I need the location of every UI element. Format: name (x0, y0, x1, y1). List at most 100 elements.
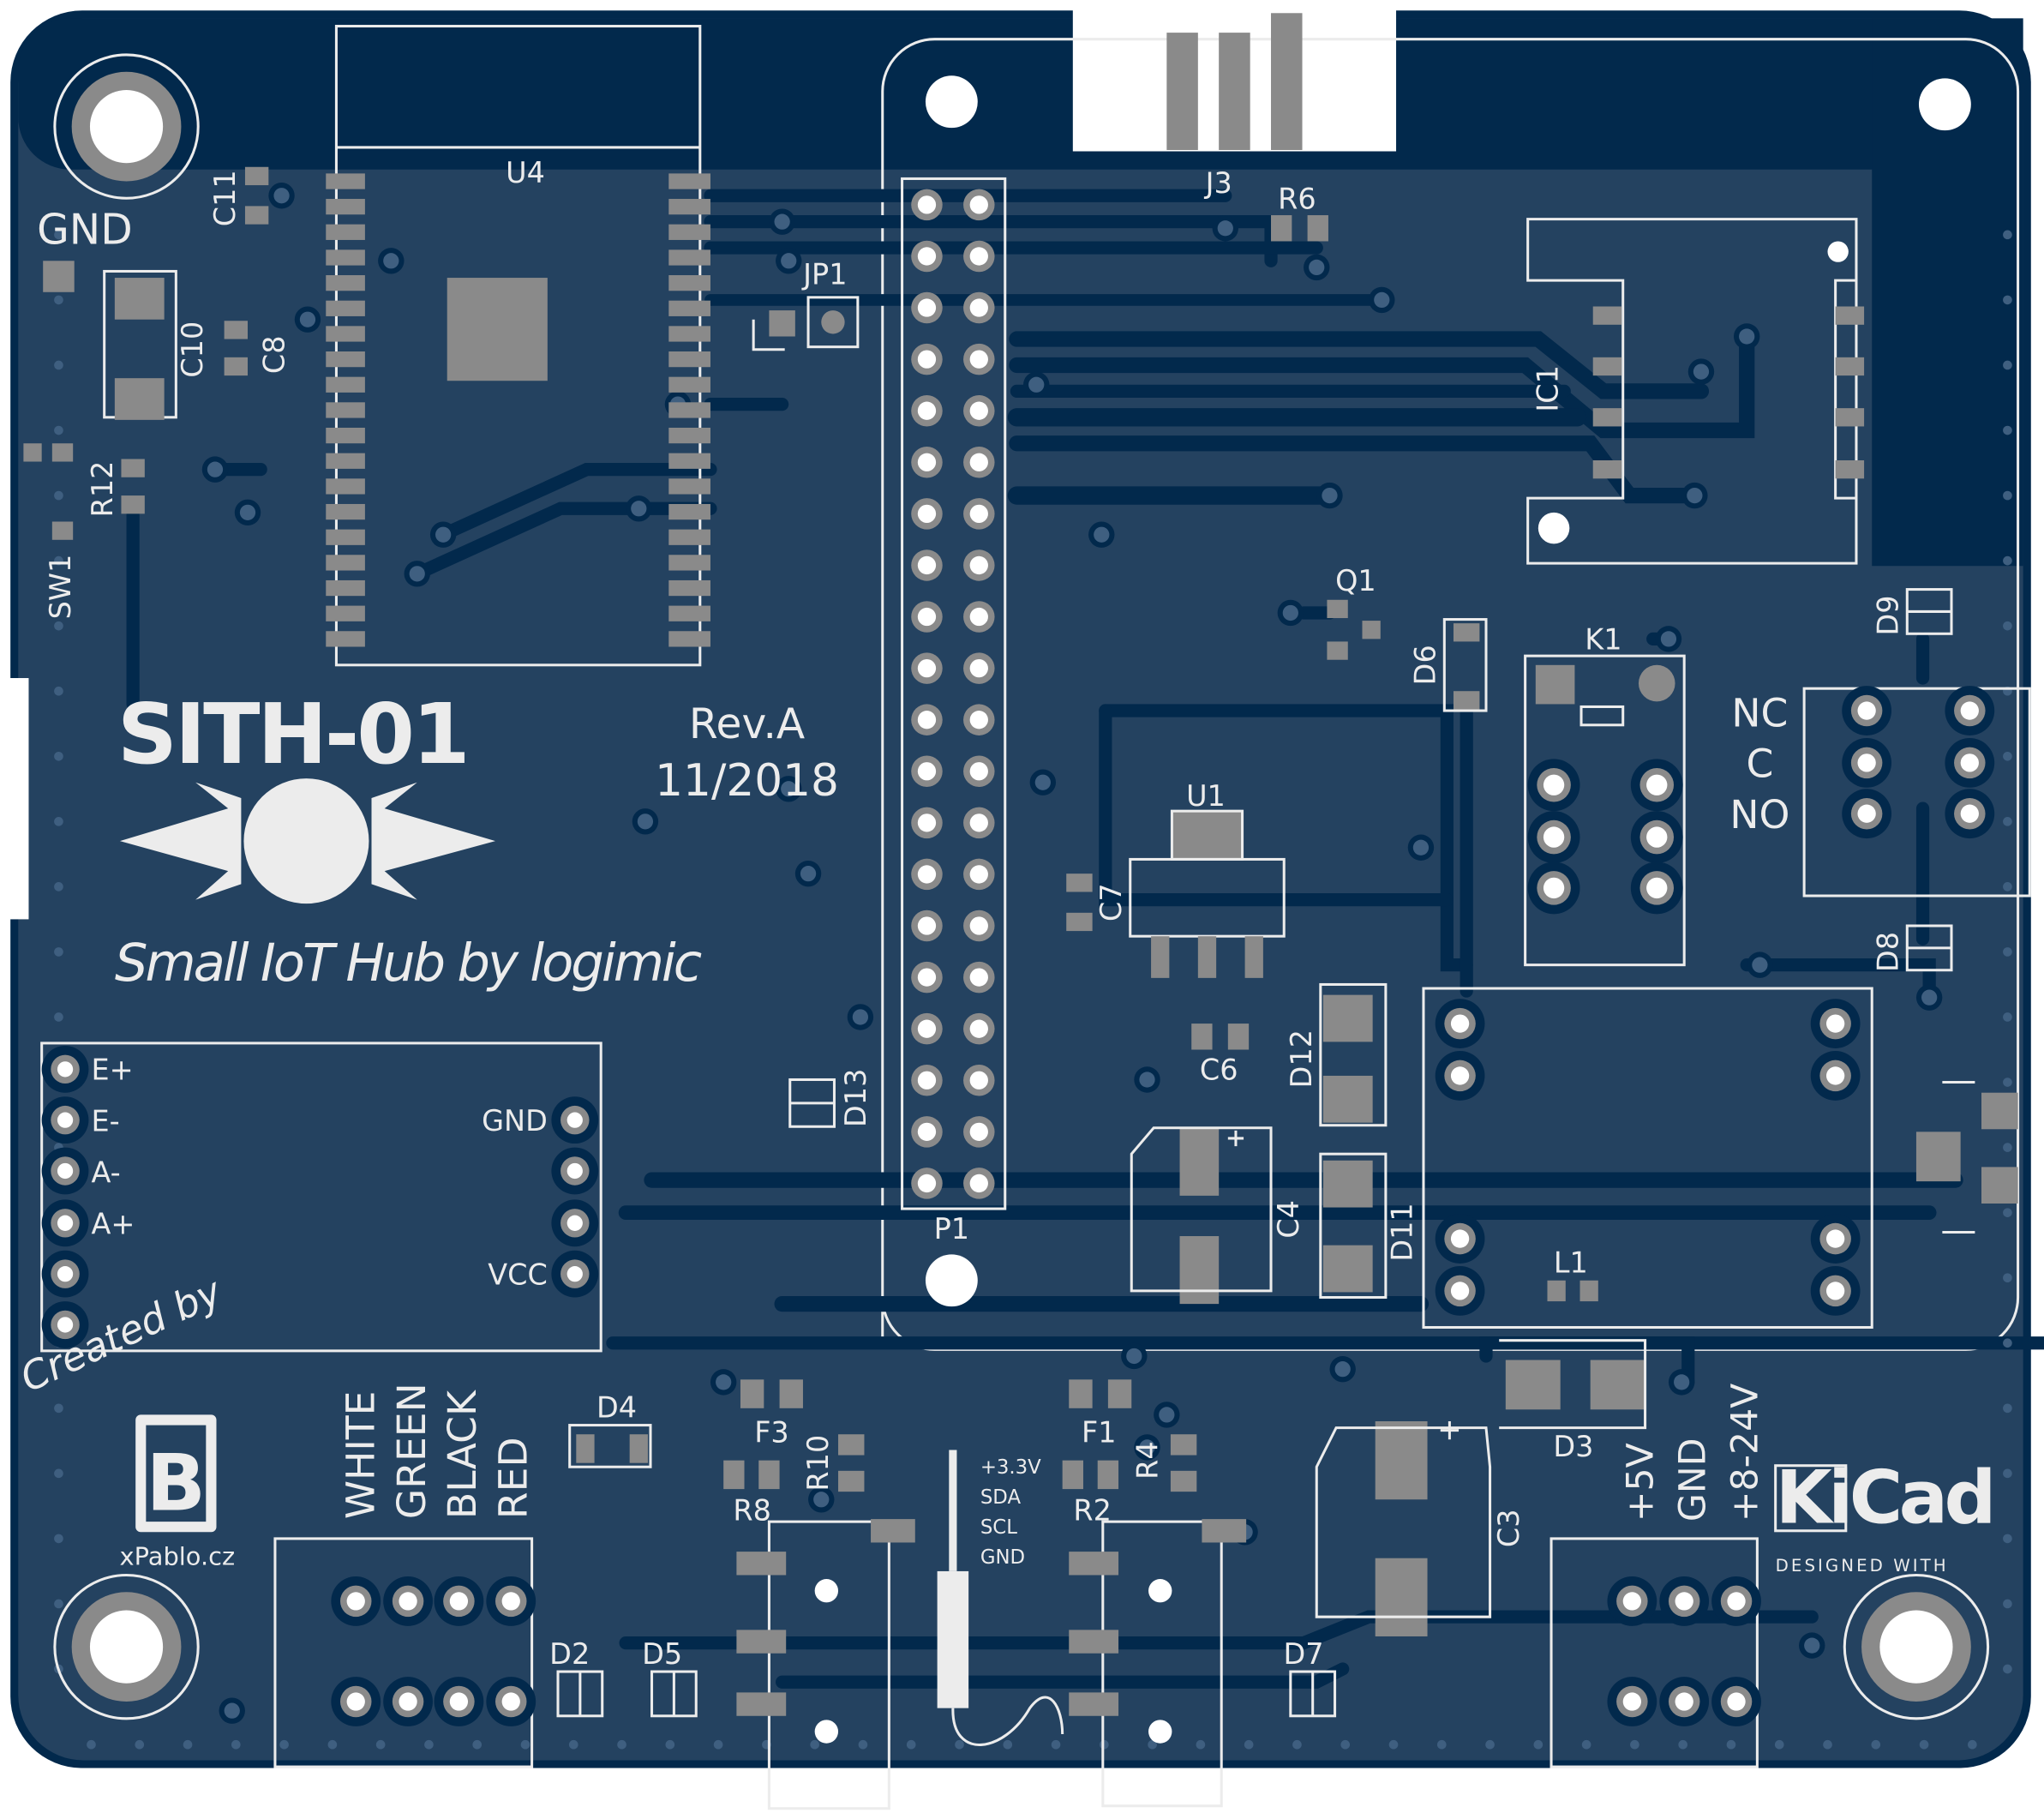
copper-trace (1009, 331, 1710, 399)
u4-pad (326, 605, 365, 621)
via (858, 1739, 868, 1750)
via (409, 566, 425, 582)
via (781, 781, 797, 797)
background (0, 1768, 2044, 1819)
credit-site: xPablo.cz (120, 1541, 236, 1570)
via (2003, 621, 2012, 631)
audio-jack-1 (736, 1519, 915, 1810)
via (1388, 1739, 1399, 1750)
board-slot (1334, 0, 1363, 66)
via (1752, 957, 1768, 973)
ref-r6: R6 (1278, 182, 1316, 215)
board-date: 11/2018 (655, 755, 839, 807)
via (1919, 1739, 1929, 1750)
ref-c4: C4 (1272, 1200, 1305, 1239)
u4-pad (326, 275, 365, 291)
ref-gnd: GND (37, 207, 133, 255)
micro-usb-connector (1915, 1081, 2018, 1234)
copper-trace (436, 463, 717, 542)
via (1340, 1739, 1351, 1750)
u1-voltage-regulator (1129, 809, 1286, 978)
via (54, 1012, 63, 1022)
via (906, 1739, 916, 1750)
via (1334, 1361, 1351, 1378)
via (1322, 487, 1338, 504)
via (1139, 1439, 1155, 1456)
via (1687, 487, 1703, 504)
ref-d2: D2 (549, 1637, 590, 1671)
copper-trace (1009, 324, 1755, 439)
relay-terminal-block (1802, 686, 2031, 897)
via (54, 295, 63, 305)
xpablo-logo (135, 1414, 217, 1533)
ref-d13: D13 (839, 1069, 872, 1127)
via (852, 1009, 869, 1025)
via (1051, 1739, 1061, 1750)
via (1921, 989, 1938, 1006)
via (1678, 1739, 1687, 1750)
ref-r12: R12 (86, 461, 119, 518)
u4-pad (668, 173, 710, 189)
c10-capacitor (103, 269, 177, 420)
via (1309, 259, 1325, 276)
jack-pin-label: SDA (980, 1486, 1022, 1509)
via (2003, 1664, 2012, 1674)
ref-q1: Q1 (1335, 564, 1376, 597)
via (2003, 490, 2012, 501)
u4-pad (326, 249, 365, 266)
ref-d7: D7 (1284, 1637, 1324, 1671)
u4-pad (668, 199, 710, 215)
via (1726, 1739, 1736, 1750)
rpi-hole (1918, 78, 1971, 131)
u4-pad (668, 224, 710, 240)
via (1693, 363, 1710, 380)
via (279, 1739, 289, 1750)
via (1485, 1739, 1495, 1750)
copper-traces (126, 189, 2044, 1689)
via (2003, 1403, 2012, 1414)
u4-pad (668, 249, 710, 266)
via (2003, 1143, 2012, 1152)
rpi-hole (925, 1254, 978, 1307)
u4-pad (668, 503, 710, 520)
u4-pad (668, 453, 710, 469)
mounting-hole-bottom-right (1843, 1573, 1990, 1720)
board-title: SITH-01 (117, 686, 468, 783)
via (54, 882, 63, 891)
via (435, 526, 452, 543)
via (54, 555, 63, 566)
dc-dc-module (1422, 987, 1873, 1330)
board-surface (18, 18, 2023, 1761)
via (637, 813, 654, 830)
ref-d4: D4 (596, 1390, 637, 1424)
ref-ic1: IC1 (1532, 365, 1565, 412)
relay-label: NO (1729, 792, 1789, 837)
wire-color-label: RED (491, 1437, 536, 1519)
via (2003, 1534, 2012, 1544)
via (2003, 1468, 2012, 1479)
u4-pad (326, 503, 365, 520)
u4-pad (326, 631, 365, 647)
relay-label: C (1746, 741, 1773, 787)
via (800, 866, 817, 882)
via (2003, 1273, 2012, 1283)
copper-trace (411, 501, 717, 580)
jack-pin-label: GND (980, 1546, 1025, 1569)
via (1412, 839, 1430, 855)
via (273, 188, 290, 204)
top-copper-pour (18, 18, 2023, 170)
u4-pad (326, 427, 365, 444)
wire-color-label: GREEN (389, 1383, 435, 1519)
wire-terminal-block (273, 1537, 536, 1768)
via (1630, 1739, 1639, 1750)
via (2003, 555, 2012, 566)
via (1292, 1739, 1302, 1750)
u4-pad (326, 351, 365, 368)
kicad-logo-text: KiCad (1776, 1456, 1993, 1541)
via (781, 253, 797, 269)
ref-c11: C11 (208, 170, 242, 226)
ref-p1: P1 (934, 1212, 969, 1246)
kicad-logo-box (1774, 1464, 1848, 1533)
via (54, 621, 63, 631)
via (1660, 631, 1677, 647)
